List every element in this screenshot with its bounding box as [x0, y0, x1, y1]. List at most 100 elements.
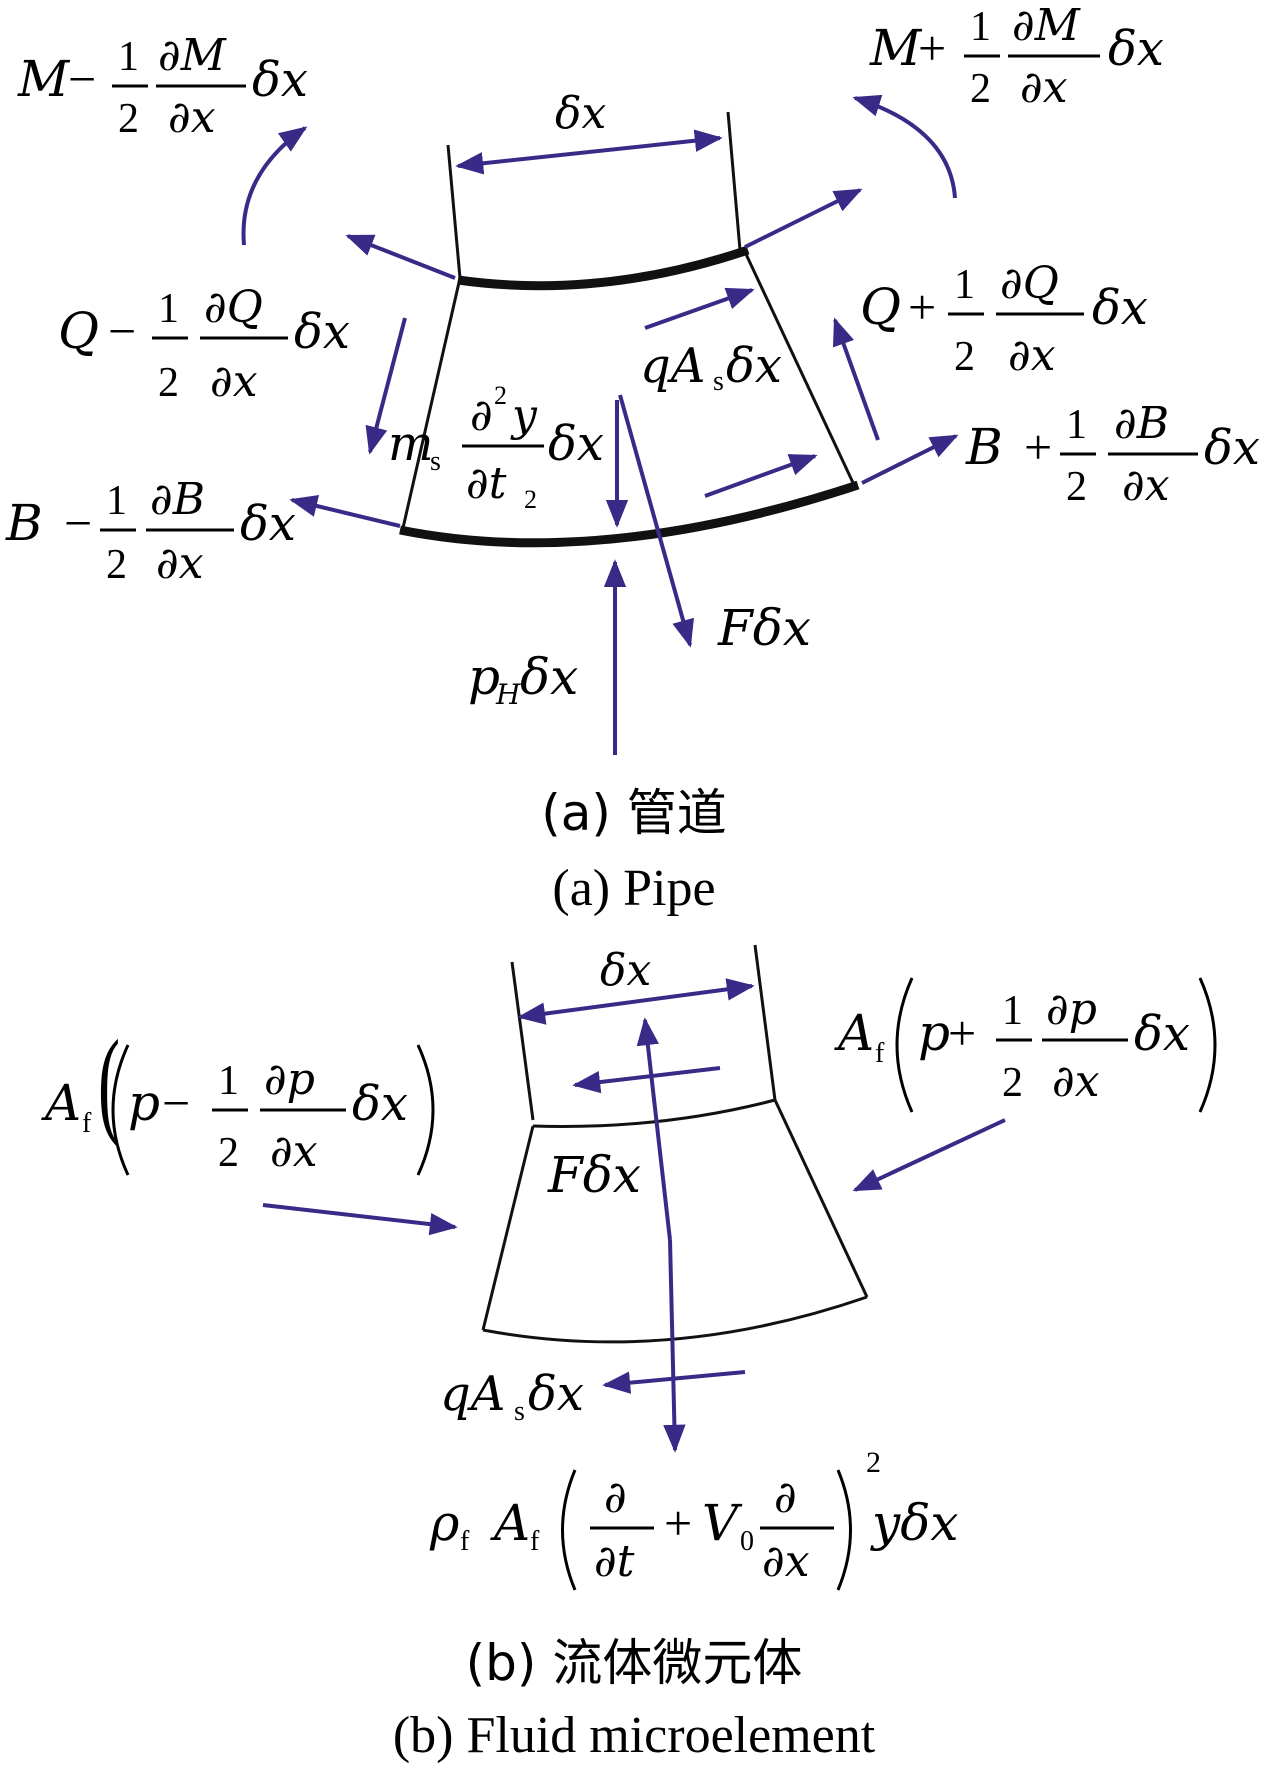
svg-text:∂B: ∂B	[1114, 398, 1169, 449]
pipe-f-label: Fδx	[717, 599, 811, 657]
moment-left-arrow	[241, 126, 308, 246]
pressure-left-paren-open	[111, 1044, 130, 1176]
b-right-label: B + 1 2 ∂B ∂x δx	[965, 398, 1260, 511]
pressure-left-label: A f ( p − 1 2 ∂p ∂x δx	[41, 1015, 408, 1177]
svg-text:+: +	[948, 1005, 976, 1061]
svg-text:m: m	[388, 416, 434, 472]
svg-text:qA: qA	[440, 1366, 505, 1422]
svg-text:∂x: ∂x	[168, 92, 216, 143]
svg-text:∂M: ∂M	[1012, 0, 1081, 51]
svg-text:∂t: ∂t	[466, 458, 507, 509]
svg-text:1: 1	[970, 4, 991, 50]
svg-text:f: f	[530, 1526, 540, 1557]
fluid-left-upper-line	[510, 961, 535, 1121]
svg-text:∂: ∂	[604, 1472, 627, 1523]
svg-text:A: A	[41, 1074, 81, 1132]
svg-text:∂x: ∂x	[1122, 460, 1170, 511]
pressure-right-label: A f p + 1 2 ∂p ∂x δx	[834, 984, 1190, 1107]
pipe-bottom-edge	[399, 480, 860, 548]
bottom-right-axial-arrow	[861, 434, 959, 485]
svg-text:p: p	[128, 1074, 160, 1132]
svg-text:H: H	[495, 678, 521, 711]
svg-text:V: V	[702, 1494, 743, 1552]
svg-text:Q: Q	[860, 278, 901, 336]
svg-text:1: 1	[118, 34, 139, 80]
svg-text:∂B: ∂B	[150, 474, 205, 525]
pipe-force-arrows	[241, 94, 959, 755]
svg-text:B: B	[965, 418, 1003, 476]
svg-text:0: 0	[740, 1526, 754, 1557]
svg-text:1: 1	[218, 1058, 239, 1104]
svg-text:1: 1	[1066, 402, 1087, 448]
fluid-qa-label: qA s δx	[440, 1366, 584, 1427]
pressure-left-paren-close	[416, 1044, 435, 1176]
svg-text:2: 2	[118, 96, 139, 142]
pressure-left-arrow	[262, 1203, 458, 1236]
svg-text:yδx: yδx	[870, 1494, 959, 1552]
svg-text:δx: δx	[726, 338, 782, 394]
qa-upper-arrow	[644, 287, 755, 330]
pipe-right-side	[743, 251, 857, 488]
svg-text:2: 2	[494, 381, 507, 410]
pipe-element	[399, 111, 860, 548]
fluid-qa-arrow	[602, 1370, 746, 1394]
svg-text:+: +	[908, 279, 936, 335]
svg-text:2: 2	[866, 1446, 881, 1479]
pipe-top-edge	[457, 245, 750, 291]
pipe-left-upper-line	[446, 144, 462, 279]
svg-text:∂M: ∂M	[158, 30, 227, 81]
pipe-left-side	[401, 277, 462, 529]
shear-right-label: Q + 1 2 ∂Q ∂x δx	[860, 258, 1148, 381]
svg-text:s: s	[713, 366, 724, 397]
moment-left-label: M − 1 2 ∂M ∂x δx	[17, 30, 308, 143]
svg-text:δx: δx	[1092, 280, 1148, 336]
svg-text:s: s	[430, 446, 441, 477]
svg-text:p: p	[918, 1004, 950, 1062]
svg-text:s: s	[514, 1396, 525, 1427]
svg-text:2: 2	[106, 542, 127, 588]
top-left-axial-arrow	[345, 234, 456, 280]
shear-left-arrow	[365, 317, 407, 455]
pipe-qa-label: qA s δx	[640, 338, 782, 397]
svg-text:∂p: ∂p	[1046, 984, 1097, 1035]
svg-text:∂x: ∂x	[762, 1536, 810, 1587]
qa-lower-arrow	[704, 454, 818, 498]
svg-text:ρ: ρ	[429, 1494, 460, 1552]
pressure-right-paren-close	[1198, 977, 1217, 1113]
svg-text:+: +	[918, 20, 946, 76]
svg-text:δx: δx	[528, 1366, 584, 1422]
svg-text:B: B	[5, 494, 43, 552]
svg-text:δx: δx	[1108, 21, 1164, 77]
svg-text:−: −	[68, 51, 96, 107]
svg-text:f: f	[82, 1108, 92, 1139]
fluid-right-upper-line	[753, 944, 777, 1101]
svg-text:δx: δx	[1134, 1006, 1190, 1062]
svg-text:∂p: ∂p	[264, 1054, 315, 1105]
svg-text:y: y	[510, 390, 538, 441]
fluid-dx-dimension: δx	[517, 945, 755, 1025]
svg-text:−: −	[64, 495, 92, 551]
f-arrow	[618, 394, 694, 648]
svg-text:A: A	[490, 1494, 530, 1552]
svg-text:2: 2	[1066, 464, 1087, 510]
fluid-dx-label: δx	[600, 945, 651, 996]
svg-text:2: 2	[218, 1130, 239, 1176]
svg-text:δx: δx	[520, 648, 578, 706]
svg-text:p: p	[468, 648, 500, 706]
svg-text:1: 1	[106, 478, 127, 524]
fluid-f-arrow	[572, 1066, 721, 1094]
pipe-inertia-label: m s ∂ 2 y ∂t 2 δx	[388, 381, 604, 514]
ph-label: p H δx	[468, 648, 578, 711]
svg-text:2: 2	[954, 334, 975, 380]
svg-text:∂x: ∂x	[210, 356, 258, 407]
pressure-right-paren-open	[895, 977, 914, 1113]
shear-right-arrow	[832, 317, 880, 441]
pressure-right-arrow	[852, 1118, 1006, 1192]
svg-text:∂: ∂	[470, 390, 493, 441]
pipe-dx-dimension: δx	[455, 88, 723, 175]
moment-right-label: M + 1 2 ∂M ∂x δx	[869, 0, 1164, 113]
svg-text:M: M	[869, 19, 923, 77]
fluid-f-label: Fδx	[547, 1146, 641, 1204]
svg-text:∂Q: ∂Q	[1000, 258, 1059, 309]
